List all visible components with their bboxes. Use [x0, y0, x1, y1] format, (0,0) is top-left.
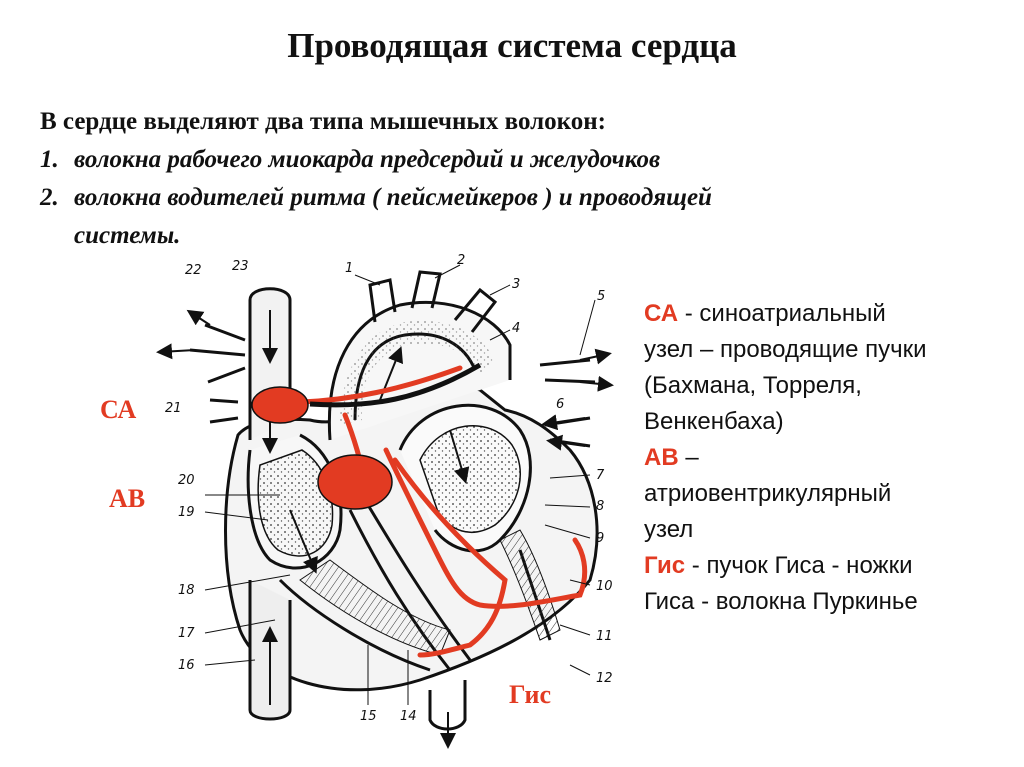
legend: СА - синоатриальный узел – проводящие пу…: [644, 296, 1024, 620]
diagram-number: 5: [597, 289, 605, 304]
diagram-number: 4: [512, 321, 520, 336]
legend-his-text: - пучок Гиса - ножки: [685, 552, 913, 579]
aorta-texture: [340, 320, 495, 425]
heart-conduction-diagram: 1 2 3 4 5 6 7 8 9 10 11 12 14 15 16 17 1…: [156, 253, 614, 749]
diagram-number: 14: [400, 709, 417, 724]
legend-sa-text: - синоатриальный: [678, 300, 886, 327]
intro-text: В сердце выделяют два типа мышечных воло…: [40, 103, 980, 255]
list-number: 1.: [40, 146, 59, 173]
diagram-number: 18: [178, 583, 195, 598]
list-text: волокна рабочего миокарда предсердий и ж…: [74, 146, 661, 173]
sa-label: СА: [100, 395, 137, 424]
legend-sa-text: Венкенбаха): [644, 408, 784, 435]
legend-av-text: –: [678, 444, 699, 471]
leader-lines: [204, 264, 596, 705]
diagram-number: 15: [360, 709, 377, 724]
list-text: волокна водителей ритма ( пейсмейкеров )…: [74, 184, 712, 211]
diagram-number: 16: [178, 658, 195, 673]
list-item: 1. волокна рабочего миокарда предсердий …: [40, 141, 980, 179]
diagram-number: 21: [165, 401, 182, 416]
legend-sa-text: узел – проводящие пучки: [644, 336, 927, 363]
blood-flow-arrows: [156, 309, 614, 749]
diagram-number: 23: [232, 259, 249, 274]
av-label: АВ: [109, 484, 146, 513]
legend-av-abbr: АВ: [644, 444, 679, 471]
legend-his-text: Гиса - волокна Пуркинье: [644, 588, 918, 615]
diagram-number: 3: [512, 277, 520, 292]
diagram-number: 17: [178, 626, 195, 641]
av-node: [317, 454, 393, 510]
diagram-number: 22: [185, 263, 202, 278]
diagram-number: 12: [596, 671, 613, 686]
diagram-number: 6: [556, 397, 564, 412]
sa-node: [251, 386, 309, 424]
legend-his-abbr: Гис: [644, 552, 686, 579]
ventricle-muscle-texture: [299, 559, 451, 656]
legend-av-text: атриовентрикулярный: [644, 480, 892, 507]
bachmann-bundle-black: [309, 362, 482, 408]
legend-sa-abbr: СА: [644, 300, 679, 327]
diagram-number: 7: [596, 468, 605, 483]
his-label: Гис: [509, 680, 552, 709]
conduction-pathway: [299, 365, 588, 658]
diagram-number: 20: [178, 473, 195, 488]
diagram-number: 1: [345, 261, 353, 276]
legend-sa-text: (Бахмана, Торреля,: [644, 372, 862, 399]
diagram-number: 8: [596, 499, 604, 514]
list-number: 2.: [40, 184, 59, 211]
left-ventricle-texture: [419, 424, 521, 534]
diagram-number: 10: [596, 579, 613, 594]
lv-wall-texture: [499, 529, 561, 641]
legend-av-text: узел: [644, 516, 694, 543]
page-title: Проводящая система сердца: [287, 26, 737, 65]
diagram-number: 19: [178, 505, 195, 520]
intro-heading: В сердце выделяют два типа мышечных воло…: [40, 108, 606, 135]
diagram-number: 11: [596, 629, 613, 644]
list-continuation: системы.: [74, 222, 181, 249]
list-item: 2. волокна водителей ритма ( пейсмейкеро…: [40, 179, 980, 217]
diagram-number: 2: [457, 253, 465, 268]
diagram-number: 9: [596, 531, 604, 546]
